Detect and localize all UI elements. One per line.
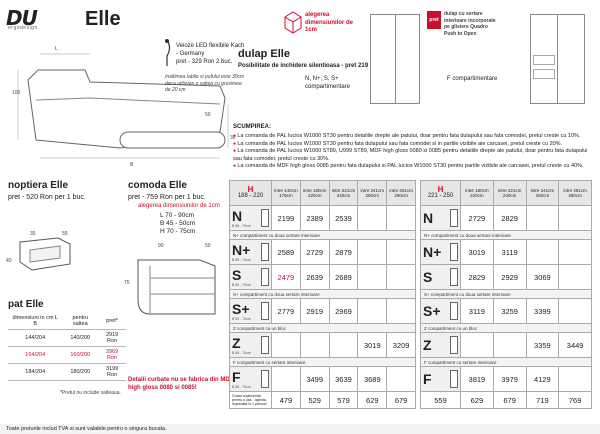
wardrobe-drawing-right	[530, 14, 585, 104]
brand-logo: DU	[6, 6, 38, 30]
pat-note: *Pretul nu include salteaua.	[60, 390, 121, 396]
pat-header-saltea: pentru saltea	[62, 313, 99, 330]
dulap-subtitle: Posibilitate de inchidere silentioasa - …	[238, 63, 382, 69]
comoda-dims-title: alegerea dimensiunilor de 1cm	[138, 203, 220, 209]
pat-header-pret: pret*	[98, 313, 126, 330]
led-price: pret - 329 Ron 2 buc.	[176, 59, 233, 65]
list-item: La comanda de PAL lucios W1000 ST30 pent…	[233, 133, 595, 141]
wardrobe-drawing-left	[370, 14, 420, 104]
list-item: La comanda de MDF high gloss 0085 pentru…	[233, 163, 595, 171]
comoda-dim-75: 75	[124, 280, 130, 286]
bed-note: Inaltimea tablie si pufului este 30cm da…	[165, 74, 245, 93]
list-item: La comanda de PAL lucios W1000 ST89, U99…	[233, 148, 595, 163]
bed-drawing	[17, 53, 229, 159]
page-title: Elle	[85, 8, 121, 30]
dim-100: 100	[12, 90, 21, 96]
noptiera-drawing	[19, 237, 71, 271]
noptiera-dim-40: 40	[6, 258, 12, 264]
dim-B: B	[130, 162, 134, 168]
cube-dimension-icon	[284, 11, 302, 34]
table-row: Costul suplimentar pentru o usa - oglind…	[229, 391, 416, 409]
led-note: Veioze LED flexibile Kach - Germany	[176, 43, 245, 57]
noptiera-title: noptiera Elle	[8, 180, 69, 191]
noptiera-dim-55: 55	[62, 231, 68, 237]
dim-50: 50	[205, 112, 211, 118]
comoda-price: pret - 759 Ron per 1 buc.	[128, 194, 206, 201]
comoda-note: Detalii curbate nu se fabrica din MDF hi…	[128, 377, 234, 391]
dulap-title: dulap Elle	[238, 48, 290, 60]
comoda-title: comoda Elle	[128, 180, 187, 191]
led-lamp-icon	[165, 39, 171, 66]
noptiera-price: pret - 520 Ron per 1 buc.	[8, 194, 86, 201]
brand-subtitle: ergodesign	[8, 25, 38, 31]
scumpirea-title: SCUMPIREA:	[233, 124, 272, 130]
dulap-icon-label: alegerea dimensiunilor de 1cm	[305, 12, 354, 33]
comoda-drawing	[137, 259, 216, 315]
list-item: La comanda de PAL lucios W1000 ST30 pent…	[233, 141, 595, 149]
noptiera-dim-35: 35	[30, 231, 36, 237]
pat-header-dim: dimensiuni in cm L B	[8, 313, 63, 330]
comoda-dim-90: 90	[158, 243, 164, 249]
footer-note: Toate preturile includ TVA si sunt valab…	[0, 424, 600, 434]
dulap-drawer-note: dulap cu sertare interioare incorporate …	[444, 11, 496, 37]
f-label: F compartimentare	[447, 76, 498, 82]
scumpirea-list: La comanda de PAL lucios W1000 ST30 pent…	[233, 133, 595, 171]
dim-L: L	[55, 46, 58, 52]
nss-label: N, N+, S, S+ compartimentare	[305, 76, 351, 90]
comoda-dim-50: 50	[205, 243, 211, 249]
pret-label: pret	[427, 11, 441, 29]
pat-title: pat Elle	[8, 299, 44, 310]
